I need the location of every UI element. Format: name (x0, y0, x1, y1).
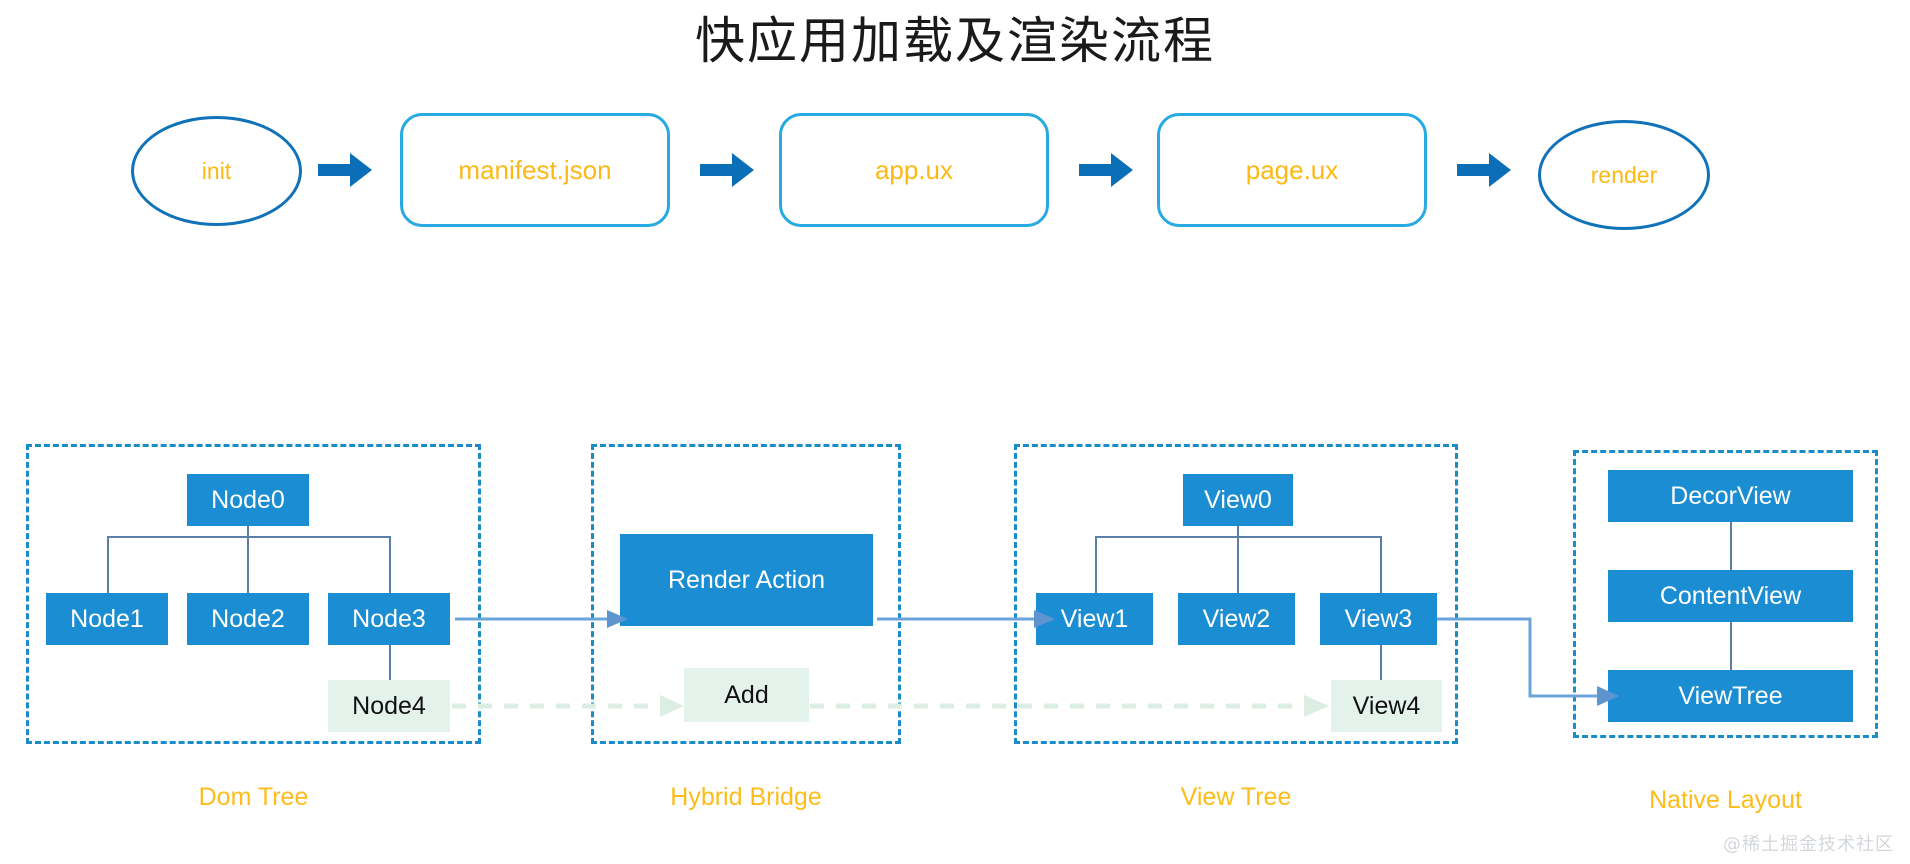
panel-label-dom-tree: Dom Tree (198, 783, 309, 811)
flow-node-app-ux: app.ux (779, 113, 1049, 227)
panel-view-tree (1014, 444, 1458, 744)
flow-node-render: render (1538, 120, 1710, 230)
panel-label-native-layout: Native Layout (1649, 786, 1802, 814)
node-box-viewtree-label: ViewTree (1678, 681, 1783, 710)
connector-dom-horizontal (107, 536, 389, 538)
connector-node3-up (389, 536, 391, 593)
connector-view0-down (1237, 526, 1239, 593)
flow-arrow-3 (1079, 153, 1133, 187)
node-box-view2: View2 (1178, 593, 1295, 645)
node-box-view2-label: View2 (1202, 604, 1271, 633)
connector-contentview-viewtree (1730, 622, 1732, 670)
node-box-add: Add (684, 668, 809, 722)
panel-label-hybrid-bridge: Hybrid Bridge (670, 783, 822, 811)
flow-node-manifest-json: manifest.json (400, 113, 670, 227)
flow-node-manifest-json-label: manifest.json (458, 154, 612, 185)
node-box-view3-label: View3 (1344, 604, 1413, 633)
flow-arrow-1 (318, 153, 372, 187)
connector-view1-up (1095, 536, 1097, 593)
page-title: 快应用加载及渲染流程 (695, 13, 1215, 69)
flow-node-page-ux: page.ux (1157, 113, 1427, 227)
node-box-node3: Node3 (328, 593, 450, 645)
flow-arrow-4 (1457, 153, 1511, 187)
connector-node3-node4 (389, 645, 391, 680)
node-box-node4-label: Node4 (352, 691, 426, 720)
flow-node-app-ux-label: app.ux (874, 154, 954, 185)
node-box-render-action-label: Render Action (667, 565, 826, 594)
node-box-view0-label: View0 (1204, 485, 1272, 514)
node-box-view4: View4 (1331, 680, 1442, 732)
flow-node-init: init (131, 116, 302, 226)
panel-native-layout (1573, 450, 1878, 738)
connector-node1-up (107, 536, 109, 593)
node-box-view1-label: View1 (1060, 604, 1129, 633)
node-box-node4: Node4 (328, 680, 450, 732)
node-box-render-action: Render Action (620, 534, 873, 626)
node-box-viewtree: ViewTree (1608, 670, 1853, 722)
node-box-contentview: ContentView (1608, 570, 1853, 622)
node-box-decorview: DecorView (1608, 470, 1853, 522)
node-box-node3-label: Node3 (352, 604, 426, 633)
connector-node0-down (247, 526, 249, 593)
connector-view-horizontal (1095, 536, 1380, 538)
node-box-node0: Node0 (187, 474, 309, 526)
connector-view3-view4 (1380, 645, 1382, 680)
node-box-node1: Node1 (46, 593, 168, 645)
node-box-add-label: Add (724, 680, 769, 709)
node-box-node1-label: Node1 (70, 604, 144, 633)
node-box-view3: View3 (1320, 593, 1437, 645)
flow-node-render-label: render (1590, 161, 1658, 188)
panel-label-view-tree: View Tree (1180, 783, 1292, 811)
flow-arrow-2 (700, 153, 754, 187)
connector-decorview-contentview (1730, 522, 1732, 570)
flow-node-init-label: init (201, 157, 232, 184)
watermark: @稀土掘金技术社区 (1723, 834, 1894, 855)
node-box-view1: View1 (1036, 593, 1153, 645)
node-box-contentview-label: ContentView (1659, 581, 1802, 610)
node-box-node2: Node2 (187, 593, 309, 645)
node-box-view4-label: View4 (1352, 691, 1421, 720)
panel-dom-tree (26, 444, 481, 744)
node-box-view0: View0 (1183, 474, 1293, 526)
panel-hybrid-bridge (591, 444, 901, 744)
node-box-node0-label: Node0 (211, 485, 285, 514)
node-box-node2-label: Node2 (211, 604, 285, 633)
flow-node-page-ux-label: page.ux (1245, 154, 1339, 185)
node-box-decorview-label: DecorView (1670, 481, 1791, 510)
connector-view3-up (1380, 536, 1382, 593)
